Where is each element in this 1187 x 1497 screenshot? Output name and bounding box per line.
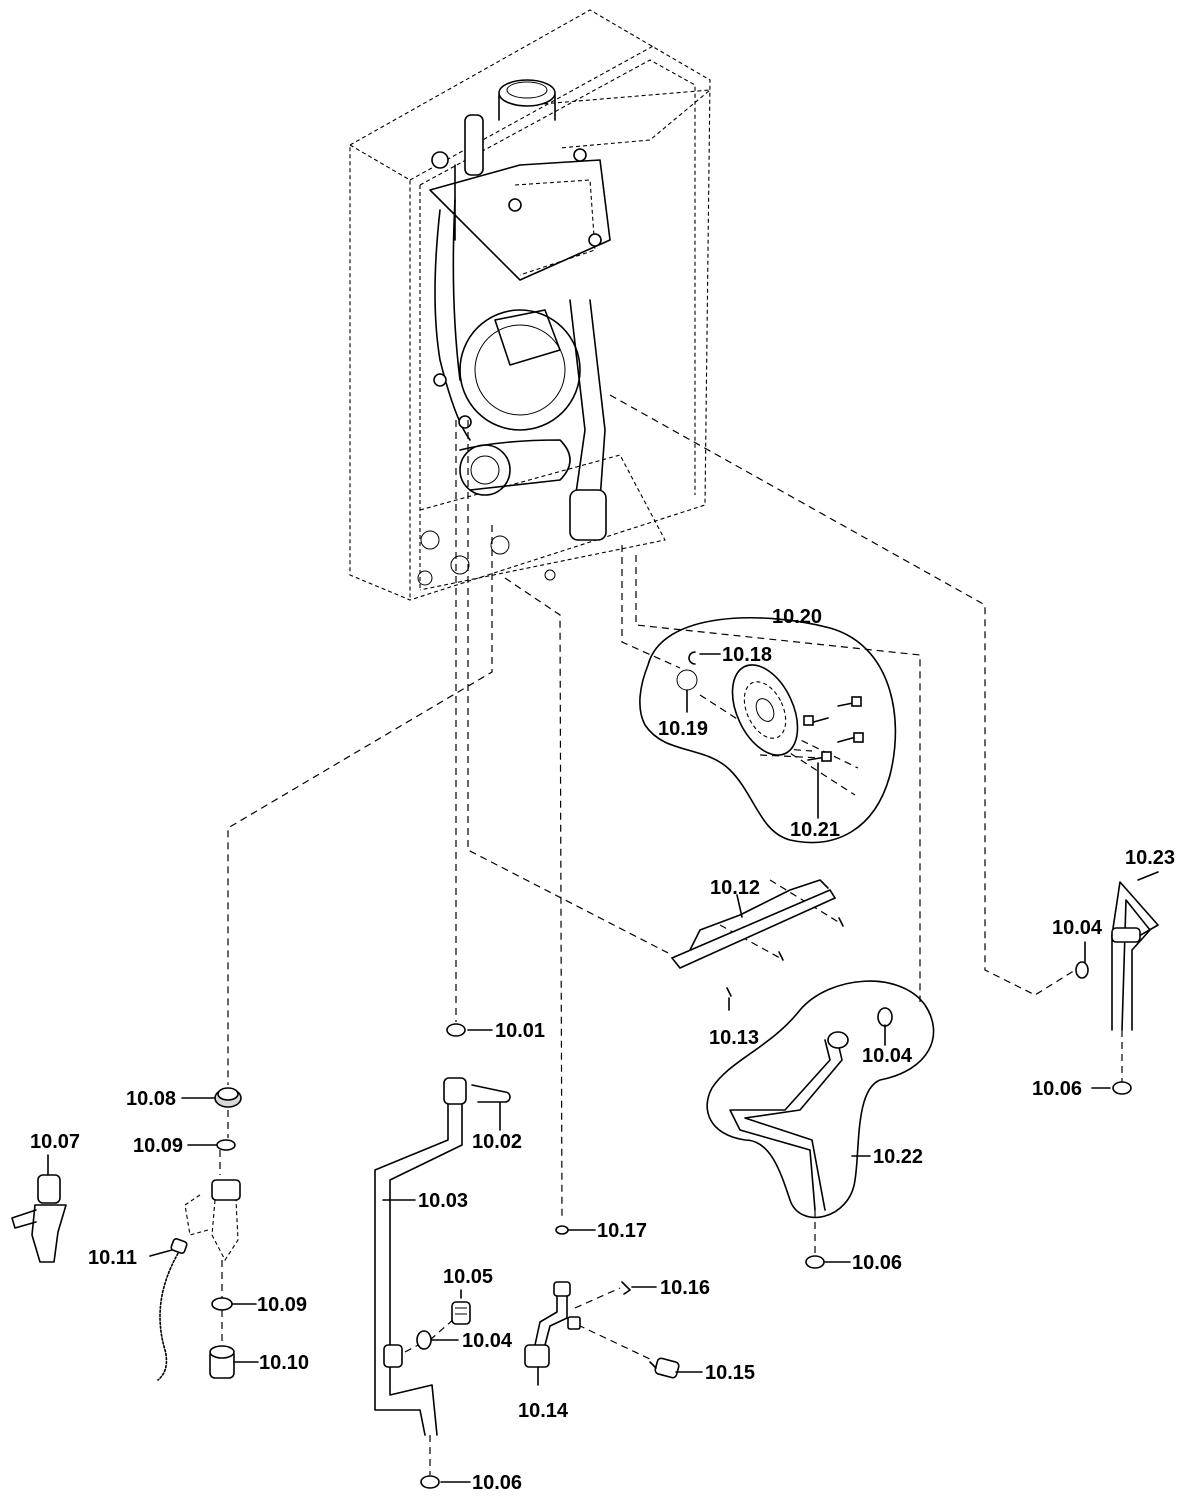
label-10-11: 10.11 <box>88 1247 137 1269</box>
label-10-04-mid: 10.04 <box>462 1330 513 1352</box>
label-10-09-bottom: 10.09 <box>257 1294 307 1316</box>
label-10-19: 10.19 <box>658 718 708 740</box>
o-ring-10-19 <box>676 669 698 691</box>
label-10-22: 10.22 <box>873 1146 923 1168</box>
clip-10-18 <box>688 651 696 665</box>
label-10-01: 10.01 <box>495 1020 545 1042</box>
label-10-15: 10.15 <box>705 1362 755 1384</box>
washer-10-09-top <box>216 1139 236 1151</box>
washer-10-04-right <box>877 1007 893 1027</box>
valve-10-15 <box>649 1357 680 1379</box>
label-10-05: 10.05 <box>443 1266 493 1288</box>
label-10-12: 10.12 <box>710 877 760 899</box>
nut-10-06-far-right <box>1112 1081 1132 1095</box>
label-10-06-far-right: 10.06 <box>1032 1078 1082 1100</box>
label-10-21: 10.21 <box>790 819 840 841</box>
pipe-10-22 <box>729 1031 849 1211</box>
washer-10-01 <box>446 1023 466 1037</box>
washer-10-04-mid <box>416 1330 432 1350</box>
label-10-04-far-right: 10.04 <box>1052 917 1103 939</box>
bracket-10-12 <box>670 888 837 969</box>
detail-area-outline-10-22 <box>706 980 935 1219</box>
flange-plate <box>731 664 799 756</box>
clip-10-16 <box>621 1281 631 1295</box>
label-10-20: 10.20 <box>772 606 822 628</box>
washer-10-04-far-right <box>1075 961 1089 979</box>
label-10-16: 10.16 <box>660 1277 710 1299</box>
label-10-18: 10.18 <box>722 644 772 666</box>
label-10-06-left: 10.06 <box>472 1472 522 1494</box>
nut-10-08 <box>214 1087 242 1108</box>
cap-10-10 <box>209 1345 235 1379</box>
label-10-09-top: 10.09 <box>133 1135 183 1157</box>
screw-10-21 <box>803 696 864 762</box>
label-10-08: 10.08 <box>126 1088 176 1110</box>
pipe-10-23 <box>1111 881 1159 1031</box>
boiler-housing <box>349 9 712 601</box>
label-10-10: 10.10 <box>259 1352 309 1374</box>
label-10-13: 10.13 <box>709 1027 759 1049</box>
part-labels: 10.01 10.02 10.03 10.04 10.04 10.04 10.0… <box>30 606 1175 1494</box>
label-10-04-right: 10.04 <box>862 1045 913 1067</box>
plug-10-05 <box>451 1301 471 1325</box>
bracket-10-12-tabs <box>689 879 829 951</box>
fitting-10-07 <box>11 1174 67 1263</box>
clip-10-02 <box>471 1084 511 1103</box>
label-10-06-right: 10.06 <box>852 1252 902 1274</box>
screw-10-13 <box>726 917 844 997</box>
label-10-23: 10.23 <box>1125 847 1175 869</box>
label-leader-lines <box>47 653 1159 1483</box>
label-10-17: 10.17 <box>597 1220 647 1242</box>
nut-10-06-right <box>805 1255 825 1269</box>
label-10-14: 10.14 <box>518 1400 569 1422</box>
assembly-leader-lines <box>219 394 1123 1475</box>
washer-10-17 <box>555 1225 569 1235</box>
detail-area-outline-10-20 <box>639 617 897 844</box>
pipe-10-03 <box>374 1077 467 1436</box>
label-10-07: 10.07 <box>30 1131 80 1153</box>
nut-10-06-left <box>420 1475 440 1489</box>
label-10-02: 10.02 <box>472 1131 522 1153</box>
washer-10-09-bottom <box>211 1297 233 1311</box>
fitting-10-14 <box>524 1281 581 1368</box>
hose-10-11 <box>157 1238 188 1381</box>
label-10-03: 10.03 <box>418 1190 468 1212</box>
boiler-internal-components <box>417 79 611 586</box>
tee-fitting <box>184 1179 241 1262</box>
